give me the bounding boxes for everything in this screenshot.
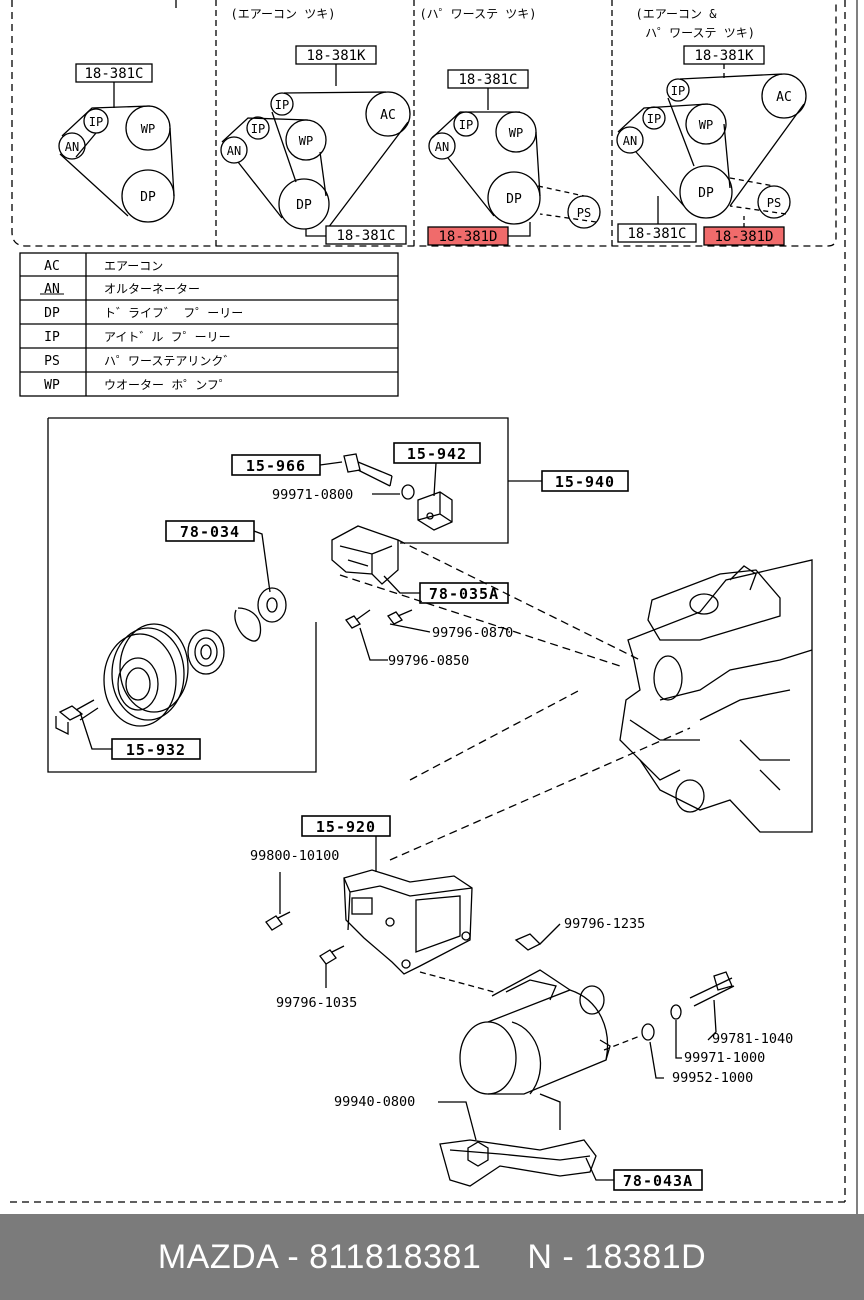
compressor-face — [459, 1021, 517, 1095]
legend-name-ps: ハ゜ワーステアリンク゛ — [104, 354, 235, 368]
pulley-ip-label: IP — [251, 122, 265, 136]
panel-2-top-belt-label: 18-381K — [306, 48, 366, 64]
part-label-99796-1035: 99796-1035 — [276, 995, 357, 1011]
pulley-dp-label: DP — [140, 190, 156, 205]
legend-table — [19, 252, 399, 397]
panel-2-bottom-belt-label: 18-381C — [336, 228, 395, 244]
pulley-ps-label: PS — [577, 206, 591, 220]
panel-4-heading-line-2: ハ゜ワーステ ツキ) — [645, 26, 755, 40]
part-label-78-035a: 78-035A — [429, 585, 499, 603]
legend-name-dp: ト゛ライフ゛ フ゜ーリー — [104, 306, 243, 320]
pulley-wp-label: WP — [299, 134, 313, 148]
panel-2-heading: (エアーコン ツキ) — [231, 7, 336, 21]
part-label-99952-1000: 99952-1000 — [672, 1070, 753, 1086]
pulley-dp-label: DP — [296, 198, 312, 213]
legend-code-an: AN — [44, 282, 60, 297]
panel-4-bottom-left-belt-label: 18-381C — [627, 226, 686, 242]
parts-diagram: 18-381C AN IP WP DP (エアーコン ツキ) 18-381K I… — [10, 0, 858, 1214]
footer-ref-number: N - 18381D — [527, 1237, 707, 1276]
legend-name-an: オルターネーター — [104, 282, 200, 296]
part-label-99800-10100: 99800-10100 — [250, 848, 339, 864]
belt-layout-panel-2 — [220, 45, 411, 245]
part-label-78-034: 78-034 — [180, 523, 240, 541]
part-label-99940-0800: 99940-0800 — [334, 1094, 415, 1110]
pulley-ac-label: AC — [776, 90, 792, 105]
part-label-99781-1040: 99781-1040 — [712, 1031, 793, 1047]
pulley-ip-label: IP — [647, 112, 661, 126]
belt-layout-panel-1 — [58, 63, 175, 223]
panel-4-top-belt-label: 18-381K — [694, 48, 754, 64]
legend-name-wp: ウオーター ホ゜ンフ゜ — [104, 378, 231, 392]
pulley-an-label: AN — [227, 144, 241, 158]
legend-code-ip: IP — [44, 330, 60, 345]
pulley-dp-label: DP — [506, 192, 522, 207]
pulley-ps-label: PS — [767, 196, 781, 210]
part-label-15-942: 15-942 — [407, 445, 467, 463]
panel-4-heading-line-1: (エアーコン & — [636, 7, 718, 21]
bracket-15-920 — [343, 869, 473, 975]
pulley-ip-label: IP — [459, 118, 473, 132]
pulley-wp-label: WP — [699, 118, 713, 132]
pulley-an-label: AN — [65, 140, 79, 154]
pulley-wp-label: WP — [141, 122, 155, 136]
part-label-99971-1000: 99971-1000 — [684, 1050, 765, 1066]
panel-3-bottom-belt-label-highlighted: 18-381D — [438, 229, 497, 245]
legend-code-ps: PS — [44, 354, 60, 369]
part-label-99796-0850: 99796-0850 — [388, 653, 469, 669]
bracket-78-043a — [439, 1139, 597, 1187]
part-label-15-920: 15-920 — [316, 818, 376, 836]
engine-block — [619, 559, 813, 833]
part-label-99796-1235: 99796-1235 — [564, 916, 645, 932]
pulley-ip-top-label: IP — [275, 98, 289, 112]
panel-3-top-belt-label: 18-381C — [458, 72, 517, 88]
pulley-wp-label: WP — [509, 126, 523, 140]
pulley-ip-top-label: IP — [671, 84, 685, 98]
footer-part-number: MAZDA - 811818381 — [157, 1237, 482, 1276]
panel-1-belt-label: 18-381C — [84, 66, 143, 82]
part-label-15-932: 15-932 — [126, 741, 186, 759]
pulley-ac-label: AC — [380, 108, 396, 123]
part-label-99796-0870: 99796-0870 — [432, 625, 513, 641]
part-label-78-043a: 78-043A — [623, 1172, 693, 1190]
part-label-99971-0800: 99971-0800 — [272, 487, 353, 503]
part-label-15-966: 15-966 — [246, 457, 306, 475]
pulley-dp-label: DP — [698, 186, 714, 201]
legend-name-ac: エアーコン — [104, 259, 163, 273]
legend-code-wp: WP — [44, 378, 60, 393]
footer-bar: MAZDA - 811818381 N - 18381D — [0, 1214, 864, 1300]
legend-code-dp: DP — [44, 306, 60, 321]
pulley-an-label: AN — [435, 140, 449, 154]
belt-layout-panel-3 — [427, 69, 601, 246]
panel-4-bottom-right-belt-label-highlighted: 18-381D — [714, 229, 773, 245]
pulley-an-label: AN — [623, 134, 637, 148]
legend-code-ac: AC — [44, 259, 60, 274]
panel-3-heading: (ハ゜ワーステ ツキ) — [419, 7, 536, 21]
legend-name-ip: アイト゛ル フ゜ーリー — [104, 330, 231, 344]
pulley-ip-label: IP — [89, 115, 103, 129]
belt-layout-panel-4 — [616, 45, 807, 246]
part-label-15-940: 15-940 — [555, 473, 615, 491]
